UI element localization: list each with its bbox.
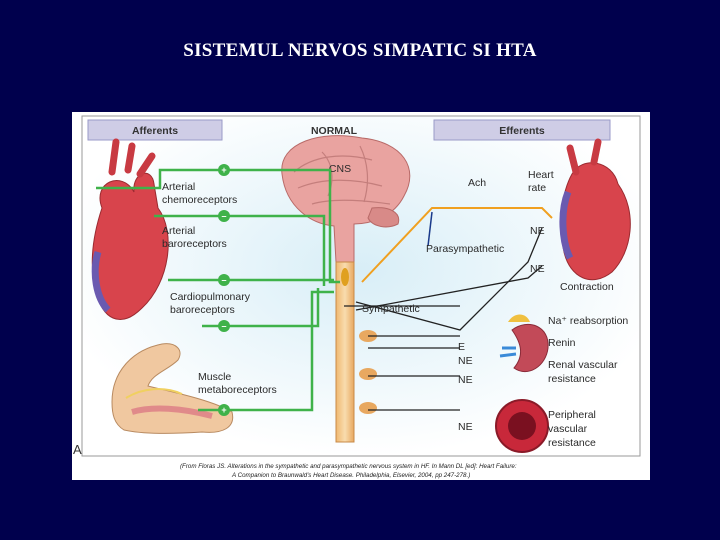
parasympathetic-arrow bbox=[427, 211, 433, 247]
renal-resistance-label-2: resistance bbox=[548, 373, 596, 385]
peripheral-resistance-label-3: resistance bbox=[548, 437, 596, 449]
chemo-label-1: Arterial bbox=[162, 181, 195, 193]
e-label: E bbox=[458, 341, 465, 353]
contraction-label: Contraction bbox=[560, 281, 614, 293]
spinal-ganglia bbox=[359, 330, 377, 414]
ach-label: Ach bbox=[468, 177, 486, 189]
afferent-sign-markers bbox=[218, 164, 230, 416]
renin-label: Renin bbox=[548, 337, 576, 349]
sympathetic-nervous-system-diagram: Afferents NORMAL Efferents CNS bbox=[73, 115, 641, 479]
sympathetic-label: Sympathetic bbox=[362, 303, 420, 315]
ne-vessel: NE bbox=[458, 421, 473, 433]
ne-kidney-1: NE bbox=[458, 355, 473, 367]
parasympathetic-label: Parasympathetic bbox=[426, 243, 504, 255]
sign-cardiopulmonary-bottom: – bbox=[221, 321, 226, 331]
sign-cardiopulmonary-top: – bbox=[221, 275, 226, 285]
slide-title: SISTEMUL NERVOS SIMPATIC SI HTA bbox=[183, 40, 537, 61]
citation-line-2: A Companion to Braunwald's Heart Disease… bbox=[231, 472, 470, 479]
ach-line bbox=[361, 207, 553, 283]
heart-rate-label-1: Heart bbox=[528, 169, 554, 181]
afferents-header-box bbox=[87, 119, 223, 141]
efferent-lines bbox=[344, 227, 543, 411]
peripheral-resistance-label-2: vascular bbox=[548, 423, 588, 435]
muscle-label-1: Muscle bbox=[198, 371, 231, 383]
cardio-label-1: Cardiopulmonary bbox=[170, 291, 251, 303]
sign-arterial-baroreceptors: – bbox=[221, 211, 226, 221]
baro-label-2: baroreceptors bbox=[162, 238, 227, 250]
cns-label: CNS bbox=[329, 163, 351, 175]
kidney-illustration bbox=[499, 314, 549, 373]
cardio-label-2: baroreceptors bbox=[170, 304, 235, 316]
brainstem-nucleus bbox=[341, 268, 349, 286]
right-heart-illustration bbox=[559, 138, 631, 281]
efferents-header-box bbox=[433, 119, 611, 141]
panel-letter: A bbox=[73, 442, 82, 457]
blood-vessel-illustration bbox=[495, 399, 549, 453]
ne-heart-2: NE bbox=[530, 263, 545, 275]
sign-chemoreceptors: + bbox=[221, 165, 226, 175]
peripheral-resistance-label-1: Peripheral bbox=[548, 409, 596, 421]
diagram-panel: Afferents NORMAL Efferents CNS bbox=[72, 112, 650, 480]
ne-kidney-2: NE bbox=[458, 374, 473, 386]
baro-label-1: Arterial bbox=[162, 225, 195, 237]
brain-illustration bbox=[281, 135, 411, 263]
left-heart-illustration bbox=[91, 138, 169, 320]
sign-metaboreceptors: + bbox=[221, 405, 226, 415]
citation-line-1: (From Floras JS. Alterations in the symp… bbox=[180, 463, 517, 470]
renal-resistance-label-1: Renal vascular bbox=[548, 359, 618, 371]
na-reabsorption-label: Na⁺ reabsorption bbox=[548, 315, 628, 327]
heart-rate-label-2: rate bbox=[528, 182, 546, 194]
muscle-label-2: metaboreceptors bbox=[198, 384, 277, 396]
spinal-cord bbox=[335, 261, 355, 443]
normal-header: NORMAL bbox=[311, 125, 358, 137]
ne-heart-1: NE bbox=[530, 225, 545, 237]
efferents-header: Efferents bbox=[499, 125, 545, 137]
chemo-label-2: chemoreceptors bbox=[162, 194, 237, 206]
afferents-header: Afferents bbox=[132, 125, 178, 137]
